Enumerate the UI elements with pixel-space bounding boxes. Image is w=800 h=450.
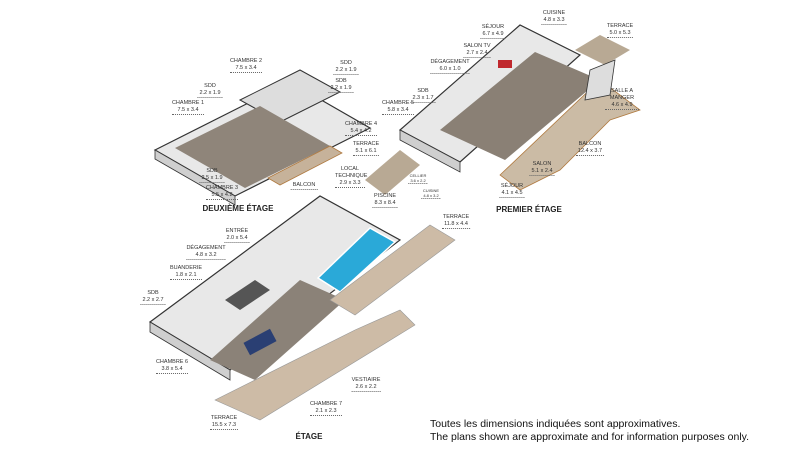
disclaimer-en: The plans shown are approximate and for …	[430, 431, 750, 443]
premier-etage-plan	[398, 24, 641, 191]
etage-plan	[148, 195, 456, 421]
terrace-upper-deck	[329, 224, 456, 316]
terrace-deck	[575, 35, 630, 65]
floor-title-premier: PREMIER ÉTAGE	[496, 205, 562, 214]
building-side	[149, 321, 231, 381]
floor-area	[440, 52, 600, 160]
floor-area	[175, 106, 330, 188]
floor-title-deuxieme: DEUXIÈME ÉTAGE	[202, 204, 274, 213]
disclaimer-fr: Toutes les dimensions indiquées sont app…	[430, 418, 681, 430]
room-label-balcon: BALCON	[290, 182, 318, 190]
deuxieme-etage-plan	[153, 69, 420, 206]
balcony-deck	[267, 145, 343, 186]
terrace-deck	[365, 150, 420, 195]
sofa	[498, 60, 512, 68]
terrace-lower-deck	[214, 309, 416, 421]
ping-pong-table	[243, 328, 277, 356]
building-side	[154, 149, 236, 206]
salle-a-manger-block	[584, 59, 616, 101]
building-side	[399, 129, 461, 173]
floor-area	[210, 280, 345, 380]
checker-floor	[225, 280, 270, 310]
pool	[316, 227, 397, 293]
floor-title-etage: ÉTAGE	[295, 432, 323, 441]
